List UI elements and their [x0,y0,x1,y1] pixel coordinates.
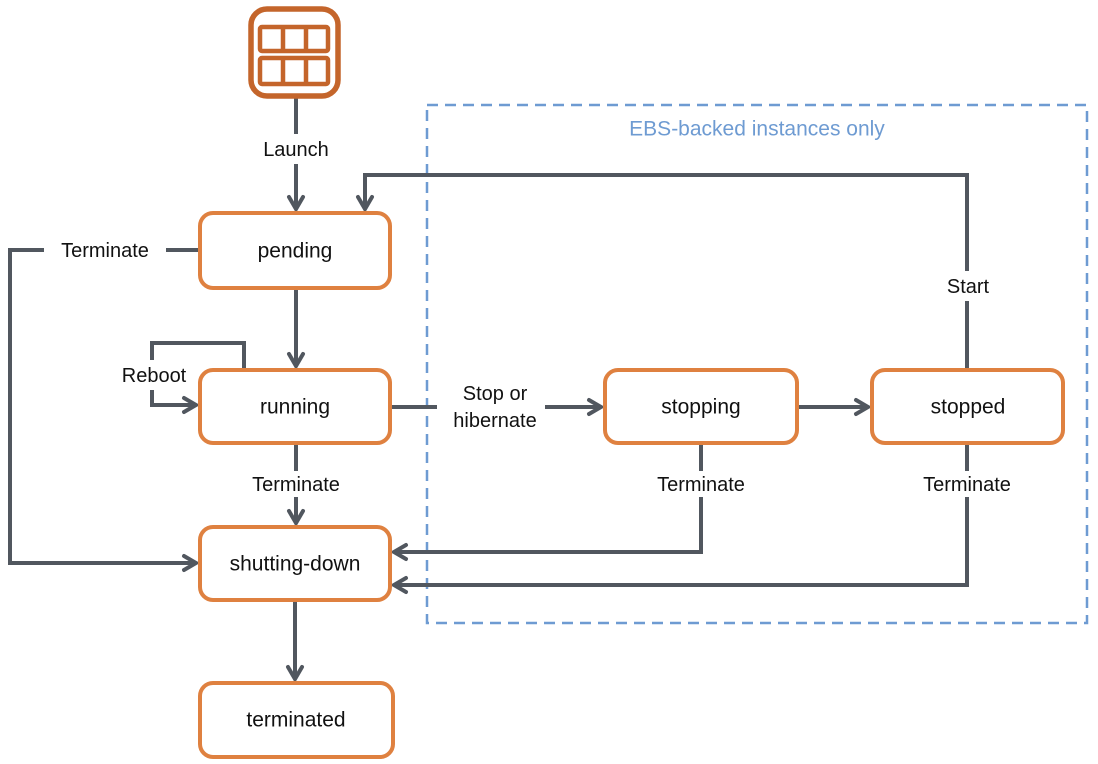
edge-stopping-terminate [390,443,703,561]
start-label-bg [936,271,1000,301]
start-label: Start [947,276,990,298]
terminate-left-label-bg [44,236,166,264]
launch-label-bg [254,134,338,164]
ebs-region-border [425,103,1089,625]
state-label-stopped: stopped [931,396,1006,419]
terminate-stopped-label-bg [920,471,1015,497]
state-label-shutting-down: shutting-down [230,553,361,576]
stop-or-hibernate-label-line2: hibernate [453,410,536,432]
reboot-label-bg [110,360,198,390]
state-label-running: running [260,396,330,419]
launch-label: Launch [263,139,329,161]
state-node-shutting-down: shutting-down [198,525,392,602]
terminate-stopping-label-bg [654,471,749,497]
edge-stopped-terminate [390,443,969,594]
state-node-running: running [198,368,392,445]
state-label-terminated: terminated [246,709,345,732]
state-node-stopped: stopped [870,368,1065,445]
ami-grid-icon [248,6,341,99]
ebs-region-label: EBS-backed instances only [629,118,885,141]
terminate-left-label: Terminate [61,240,149,262]
edge-start-return [356,173,969,370]
reboot-label: Reboot [122,365,187,387]
stop-or-hibernate-label-line1: Stop or [463,383,528,405]
state-node-pending: pending [198,211,392,290]
state-node-terminated: terminated [198,681,395,759]
terminate-stopping-label: Terminate [657,474,745,496]
state-node-stopping: stopping [603,368,799,445]
terminate-running-label: Terminate [252,474,340,496]
edge-reboot-loop [150,341,246,414]
state-label-stopping: stopping [661,396,740,419]
state-label-pending: pending [258,240,333,263]
terminate-running-label-bg [249,471,344,497]
terminate-stopped-label: Terminate [923,474,1011,496]
